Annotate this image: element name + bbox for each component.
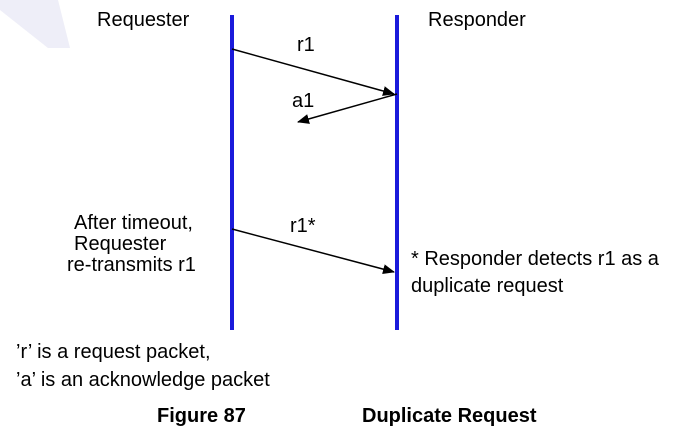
message-r1-label: r1 xyxy=(297,34,315,56)
arrow-r1 xyxy=(231,48,395,96)
legend-line2: ’a’ is an acknowledge packet xyxy=(16,369,270,391)
timeout-note-line3: re-transmits r1 xyxy=(67,254,196,276)
timeout-note-line1: After timeout, xyxy=(74,212,193,234)
message-a1-label: a1 xyxy=(292,90,315,112)
message-r1-retransmit-label: r1* xyxy=(290,215,316,237)
responder-label: Responder xyxy=(428,9,526,31)
requester-label: Requester xyxy=(97,9,190,31)
figure-title: Duplicate Request xyxy=(362,405,537,427)
duplicate-note-line1: * Responder detects r1 as a xyxy=(411,248,659,270)
timeout-note-line2: Requester xyxy=(74,233,167,255)
legend-line1: ’r’ is a request packet, xyxy=(16,341,211,363)
arrow-r1-retransmit xyxy=(231,228,395,275)
arrow-a1 xyxy=(297,93,398,124)
duplicate-note-line2: duplicate request xyxy=(411,275,564,297)
figure-number: Figure 87 xyxy=(157,405,246,427)
